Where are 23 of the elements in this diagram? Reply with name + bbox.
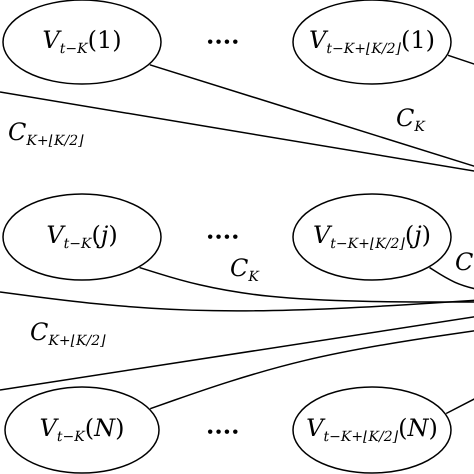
connector-line: [139, 266, 474, 303]
edge-label: C$_{K}$: [396, 106, 425, 134]
node-label: V$_{t−K}$(N): [40, 416, 124, 444]
math-label: ····: [206, 225, 240, 249]
node-label: V$_{t−K}$(j): [46, 223, 118, 251]
edge-label: C$_{K}$: [230, 256, 259, 284]
connector-line: [150, 64, 474, 169]
ellipse-node: [4, 386, 160, 474]
ellipse-node: [292, 193, 452, 281]
edge-label: C: [455, 250, 474, 274]
math-label: C$_{K+⌊K/2⌋}$: [8, 120, 84, 148]
node-label: V$_{t−K+⌊K/2⌋}$(j): [312, 223, 432, 251]
node-label: V$_{t−K+⌊K/2⌋}$(N): [306, 416, 438, 444]
math-label: ····: [206, 30, 240, 54]
node-label: V$_{t−K+⌊K/2⌋}$(1): [309, 28, 435, 56]
connector-line: [150, 329, 474, 410]
connector-line: [429, 266, 474, 291]
ellipse-node: [292, 386, 452, 474]
math-label: ····: [206, 420, 240, 444]
connector-line: [448, 54, 474, 67]
math-label: C$_{K+⌊K/2⌋}$: [30, 320, 106, 348]
ellipse-node: [2, 193, 162, 281]
node-label: V$_{t−K}$(1): [42, 28, 122, 56]
